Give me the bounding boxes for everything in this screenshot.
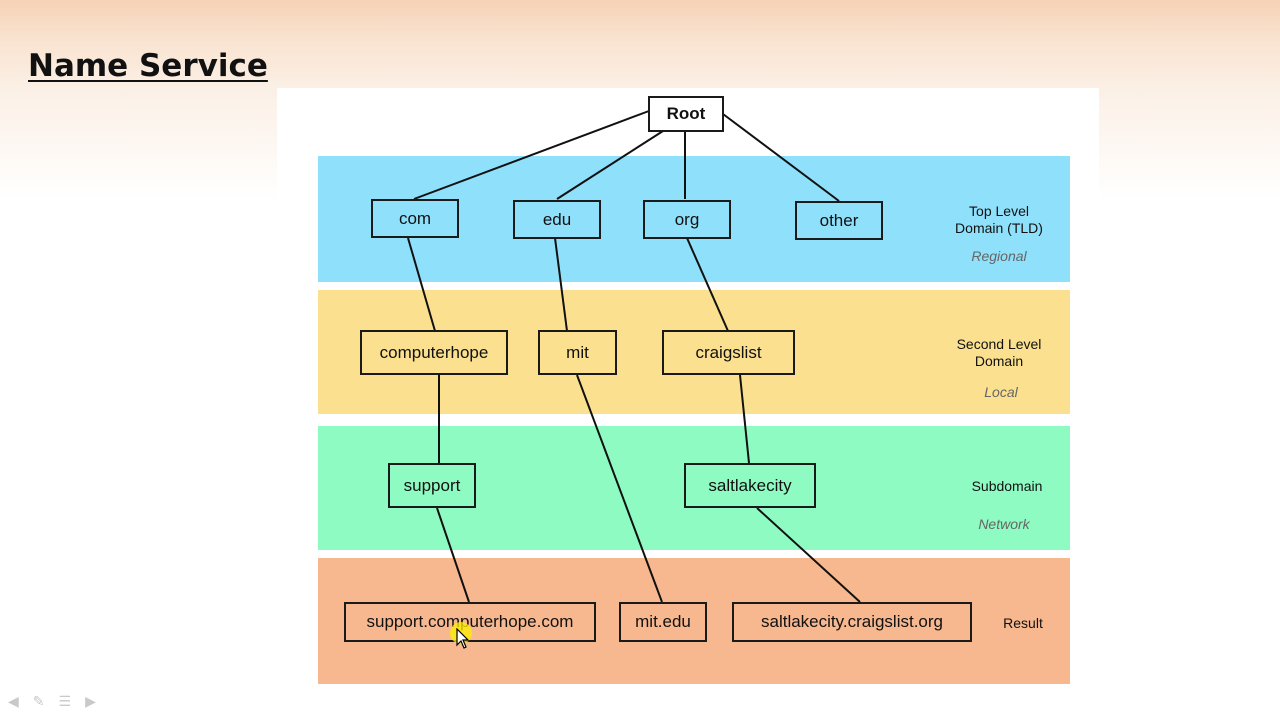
tld-node-com: com xyxy=(371,199,459,238)
tld-level-sublabel: Regional xyxy=(971,248,1027,264)
sld-level-label-line2: Domain xyxy=(974,353,1024,369)
root-node: Root xyxy=(648,96,724,132)
pen-icon[interactable]: ✎ xyxy=(32,694,45,710)
subdomain-node-saltlakecity: saltlakecity xyxy=(684,463,816,508)
result-node-saltlakecity-craigslist-org: saltlakecity.craigslist.org xyxy=(732,602,972,642)
hierarchy-connectors xyxy=(407,110,861,603)
tld-node-other: other xyxy=(795,201,883,240)
tld-band xyxy=(318,156,1070,282)
sld-node-craigslist: craigslist xyxy=(662,330,795,375)
subdomain-level-sublabel: Network xyxy=(978,516,1030,532)
edge-saltlakecity-result xyxy=(756,507,861,603)
edge-edu-mit xyxy=(554,237,568,332)
slideshow-controls[interactable]: ◀ ✎ ☰ ▶ xyxy=(8,694,96,710)
edge-root-edu xyxy=(556,130,664,200)
arrow-right-icon[interactable]: ▶ xyxy=(85,694,96,710)
sld-node-mit: mit xyxy=(538,330,617,375)
result-node-mit-edu: mit.edu xyxy=(619,602,707,642)
result-node-support-computerhope-com: support.computerhope.com xyxy=(344,602,596,642)
dns-hierarchy-diagram: Root com edu org other computerhope mit … xyxy=(277,88,1099,690)
sld-node-computerhope: computerhope xyxy=(360,330,508,375)
subdomain-level-label-line1: Subdomain xyxy=(971,478,1043,494)
tld-level-label-line2: Domain (TLD) xyxy=(955,220,1043,236)
sld-level-label-line1: Second Level xyxy=(956,336,1042,352)
edge-mit-miteedu xyxy=(576,374,663,603)
edge-root-com xyxy=(413,110,650,200)
subdomain-level-label: Subdomain xyxy=(945,478,1069,495)
sld-level-sublabel: Local xyxy=(984,384,1018,400)
sld-level-label: Second Level Domain xyxy=(937,336,1061,370)
arrow-left-icon[interactable]: ◀ xyxy=(8,694,19,710)
tld-level-label-line1: Top Level xyxy=(969,203,1029,219)
menu-icon[interactable]: ☰ xyxy=(58,694,72,710)
second-level-band xyxy=(318,290,1070,414)
result-band xyxy=(318,558,1070,684)
edge-support-result xyxy=(436,507,470,603)
subdomain-node-support: support xyxy=(388,463,476,508)
edge-com-computerhope xyxy=(407,237,436,332)
result-level-label-line1: Result xyxy=(1003,615,1043,631)
tld-node-edu: edu xyxy=(513,200,601,239)
tld-level-label: Top Level Domain (TLD) xyxy=(937,203,1061,237)
tld-node-org: org xyxy=(643,200,731,239)
slide-title: Name Service xyxy=(28,48,268,84)
result-level-label: Result xyxy=(961,615,1085,632)
edge-org-craigslist xyxy=(686,237,729,332)
edge-root-other xyxy=(722,113,840,202)
edge-craigslist-saltlakecity xyxy=(739,374,750,464)
